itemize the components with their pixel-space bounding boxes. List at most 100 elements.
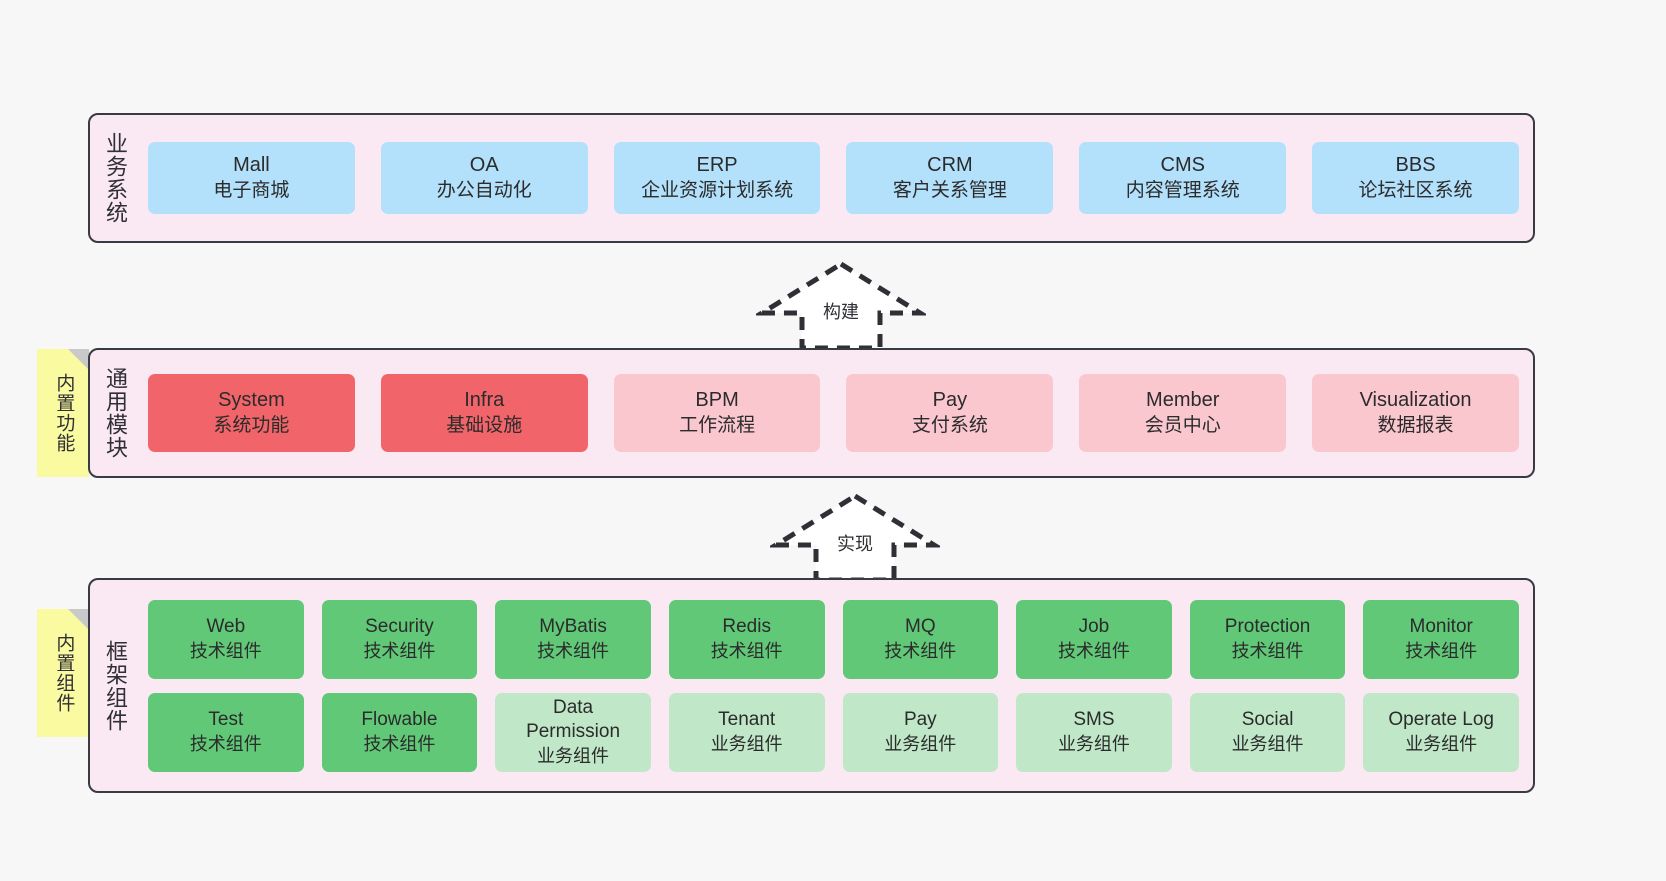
node-mq[interactable]: MQ 技术组件 (842, 599, 999, 679)
sticky-note-builtin-features-label: 内置功能 (53, 373, 75, 453)
arrow-build: 构建 (756, 258, 926, 350)
node-bpm-name: BPM (695, 389, 739, 412)
arrow-build-label: 构建 (823, 302, 859, 322)
node-data-permission[interactable]: Data Permission 业务组件 (495, 692, 651, 772)
node-infra[interactable]: Infra 基础设施 (380, 374, 588, 452)
node-system-name: System (218, 389, 285, 412)
node-flowable[interactable]: Flowable 技术组件 (321, 692, 478, 772)
node-crm-name: CRM (927, 154, 973, 177)
node-mq-desc: 技术组件 (884, 640, 957, 661)
node-flowable-desc: 技术组件 (363, 733, 436, 754)
node-job-name: Job (1078, 616, 1110, 638)
node-redis[interactable]: Redis 技术组件 (668, 599, 825, 679)
node-pay-module[interactable]: Pay 支付系统 (846, 374, 1054, 452)
node-monitor-desc: 技术组件 (1405, 640, 1478, 661)
node-protection-desc: 技术组件 (1231, 640, 1304, 661)
node-mall-desc: 电子商城 (213, 179, 290, 201)
node-job-desc: 技术组件 (1057, 640, 1130, 661)
node-mall[interactable]: Mall 电子商城 (148, 142, 355, 214)
node-member-name: Member (1146, 389, 1220, 412)
node-member-desc: 会员中心 (1144, 414, 1221, 436)
node-job[interactable]: Job 技术组件 (1016, 599, 1172, 679)
node-test-desc: 技术组件 (189, 733, 262, 754)
node-redis-desc: 技术组件 (710, 640, 783, 661)
framework-row-technical: Web 技术组件 Security 技术组件 MyBatis 技术组件 Redi… (148, 599, 1519, 679)
modules-row: System 系统功能 Infra 基础设施 BPM 工作流程 Pay 支付系统… (148, 374, 1519, 452)
node-security[interactable]: Security 技术组件 (321, 599, 478, 679)
node-pay-module-name: Pay (932, 389, 968, 412)
node-tenant-desc: 业务组件 (710, 733, 783, 754)
node-sms-name: SMS (1073, 709, 1115, 731)
sticky-note-builtin-components: 内置组件 (37, 609, 89, 737)
node-web[interactable]: Web 技术组件 (148, 599, 304, 679)
node-bbs[interactable]: BBS 论坛社区系统 (1312, 142, 1519, 214)
node-tenant-name: Tenant (718, 709, 776, 731)
node-oa-desc: 办公自动化 (436, 179, 532, 201)
node-pay-component-desc: 业务组件 (884, 733, 957, 754)
node-mall-name: Mall (233, 154, 270, 177)
node-social-desc: 业务组件 (1231, 733, 1304, 754)
layer-modules-body: System 系统功能 Infra 基础设施 BPM 工作流程 Pay 支付系统… (140, 350, 1533, 476)
sticky-fold-icon (68, 609, 89, 630)
business-row: Mall 电子商城 OA 办公自动化 ERP 企业资源计划系统 CRM 客户关系… (148, 142, 1519, 214)
node-bbs-name: BBS (1395, 154, 1436, 177)
node-operate-log[interactable]: Operate Log 业务组件 (1363, 692, 1519, 772)
node-mq-name: MQ (905, 616, 936, 638)
layer-business-systems: 业务系统 Mall 电子商城 OA 办公自动化 ERP 企业资源计划系统 CRM… (88, 113, 1535, 243)
node-sms-desc: 业务组件 (1057, 733, 1130, 754)
layer-modules-title: 通用模块 (102, 367, 128, 459)
node-erp[interactable]: ERP 企业资源计划系统 (613, 142, 821, 214)
sticky-note-builtin-features: 内置功能 (37, 349, 89, 477)
node-flowable-name: Flowable (361, 709, 438, 731)
node-erp-desc: 企业资源计划系统 (641, 179, 794, 201)
node-social-name: Social (1241, 709, 1294, 731)
node-crm[interactable]: CRM 客户关系管理 (846, 142, 1054, 214)
node-test-name: Test (208, 709, 244, 731)
node-erp-name: ERP (696, 154, 738, 177)
node-member[interactable]: Member 会员中心 (1079, 374, 1287, 452)
layer-business-body: Mall 电子商城 OA 办公自动化 ERP 企业资源计划系统 CRM 客户关系… (140, 115, 1533, 241)
node-infra-name: Infra (464, 389, 505, 412)
layer-common-modules: 通用模块 System 系统功能 Infra 基础设施 BPM 工作流程 Pay… (88, 348, 1535, 478)
node-protection-name: Protection (1224, 616, 1311, 638)
node-system[interactable]: System 系统功能 (148, 374, 355, 452)
node-cms-desc: 内容管理系统 (1125, 179, 1240, 201)
node-cms-name: CMS (1160, 154, 1205, 177)
layer-framework-title: 框架组件 (102, 639, 128, 732)
node-visualization[interactable]: Visualization 数据报表 (1312, 374, 1519, 452)
node-redis-name: Redis (722, 616, 771, 638)
node-visualization-name: Visualization (1359, 389, 1472, 412)
node-pay-component-name: Pay (903, 709, 937, 731)
node-test[interactable]: Test 技术组件 (148, 692, 304, 772)
node-monitor-name: Monitor (1409, 616, 1473, 638)
node-social[interactable]: Social 业务组件 (1189, 692, 1346, 772)
node-oa[interactable]: OA 办公自动化 (380, 142, 588, 214)
node-monitor[interactable]: Monitor 技术组件 (1363, 599, 1519, 679)
node-operate-log-name: Operate Log (1388, 709, 1494, 731)
node-protection[interactable]: Protection 技术组件 (1189, 599, 1346, 679)
node-mybatis-name: MyBatis (539, 616, 607, 638)
node-pay-component[interactable]: Pay 业务组件 (842, 692, 999, 772)
node-data-permission-name2: Permission (526, 721, 621, 743)
node-security-desc: 技术组件 (363, 640, 436, 661)
node-operate-log-desc: 业务组件 (1405, 733, 1478, 754)
node-security-name: Security (365, 616, 434, 638)
node-web-desc: 技术组件 (189, 640, 262, 661)
sticky-note-builtin-components-label: 内置组件 (53, 633, 75, 713)
node-infra-desc: 基础设施 (446, 414, 523, 436)
node-sms[interactable]: SMS 业务组件 (1016, 692, 1172, 772)
node-cms[interactable]: CMS 内容管理系统 (1079, 142, 1287, 214)
node-tenant[interactable]: Tenant 业务组件 (668, 692, 825, 772)
layer-business-title: 业务系统 (102, 132, 128, 224)
arrow-implement-label: 实现 (837, 534, 873, 554)
layer-framework-components: 框架组件 Web 技术组件 Security 技术组件 MyBatis 技术组件… (88, 578, 1535, 793)
node-data-permission-desc: 业务组件 (537, 745, 610, 766)
node-mybatis[interactable]: MyBatis 技术组件 (495, 599, 651, 679)
node-mybatis-desc: 技术组件 (537, 640, 610, 661)
node-bpm-desc: 工作流程 (679, 414, 756, 436)
node-bbs-desc: 论坛社区系统 (1358, 179, 1473, 201)
node-web-name: Web (206, 616, 246, 638)
node-bpm[interactable]: BPM 工作流程 (613, 374, 821, 452)
sticky-fold-icon (68, 349, 89, 370)
framework-row-business: Test 技术组件 Flowable 技术组件 Data Permission … (148, 692, 1519, 772)
